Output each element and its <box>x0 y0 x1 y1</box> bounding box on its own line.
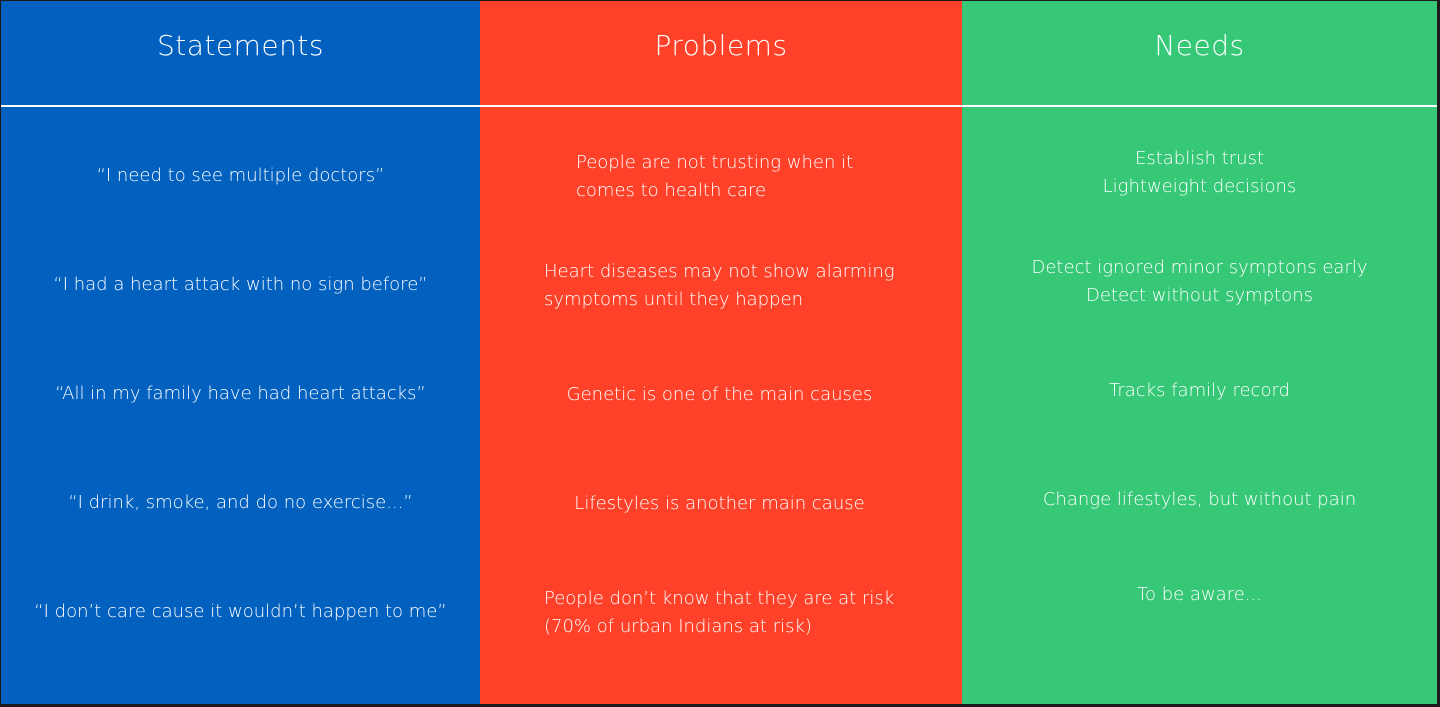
problem-row-4: Lifestyles is another main cause <box>480 476 962 532</box>
problem-text-line-1: Heart diseases may not show alarming <box>544 261 895 282</box>
problem-text: Genetic is one of the main causes <box>566 384 873 405</box>
statement-row-3: “All in my family have had heart attacks… <box>1 366 480 422</box>
need-row-5: To be aware... <box>962 567 1437 623</box>
header-divider <box>1 105 1437 107</box>
problems-title: Problems <box>654 29 788 62</box>
problems-header: Problems <box>480 1 962 105</box>
need-text-line-1: Establish trust <box>1134 148 1265 169</box>
problem-row-2: Heart diseases may not show alarming sym… <box>480 258 962 314</box>
statement-row-4: “I drink, smoke, and do no exercise...” <box>1 475 480 531</box>
needs-header: Needs <box>962 1 1437 105</box>
need-text: To be aware... <box>1137 584 1262 605</box>
need-text-line-2: Detect without symptons <box>1086 285 1313 306</box>
need-text: Tracks family record <box>1109 380 1290 401</box>
statement-row-2: “I had a heart attack with no sign befor… <box>1 257 480 313</box>
statement-text: “All in my family have had heart attacks… <box>55 383 426 404</box>
statement-text: “I don’t care cause it wouldn’t happen t… <box>34 601 447 622</box>
problems-column: Problems People are not trusting when it… <box>480 1 962 704</box>
problem-row-5: People don’t know that they are at risk … <box>480 585 962 641</box>
problem-text-line-2: comes to health care <box>576 180 767 201</box>
statements-header: Statements <box>1 1 480 105</box>
needs-title: Needs <box>1154 29 1245 62</box>
need-text-line-2: Lightweight decisions <box>1102 176 1297 197</box>
statements-column: Statements “I need to see multiple docto… <box>1 1 480 704</box>
need-row-1: Establish trust Lightweight decisions <box>962 145 1437 201</box>
need-row-2: Detect ignored minor symptons early Dete… <box>962 254 1437 310</box>
needs-column: Needs Establish trust Lightweight decisi… <box>962 1 1437 704</box>
statement-row-5: “I don’t care cause it wouldn’t happen t… <box>1 584 480 640</box>
problem-text-line-2: (70% of urban Indians at risk) <box>544 616 812 637</box>
need-row-3: Tracks family record <box>962 363 1437 419</box>
statement-row-1: “I need to see multiple doctors” <box>1 148 480 204</box>
problem-text: Lifestyles is another main cause <box>574 493 865 514</box>
statement-text: “I had a heart attack with no sign befor… <box>53 274 428 295</box>
need-text-line-1: Detect ignored minor symptons early <box>1031 257 1368 278</box>
problem-text-line-2: symptoms until they happen <box>544 289 803 310</box>
statement-text: “I drink, smoke, and do no exercise...” <box>68 492 413 513</box>
need-text: Change lifestyles, but without pain <box>1042 489 1357 510</box>
problem-row-3: Genetic is one of the main causes <box>480 367 962 423</box>
statements-title: Statements <box>157 29 324 62</box>
problem-text-line-1: People don’t know that they are at risk <box>544 588 895 609</box>
problem-text-line-1: People are not trusting when it <box>576 152 854 173</box>
need-row-4: Change lifestyles, but without pain <box>962 472 1437 528</box>
statement-text: “I need to see multiple doctors” <box>96 165 385 186</box>
problem-row-1: People are not trusting when it comes to… <box>480 149 962 205</box>
